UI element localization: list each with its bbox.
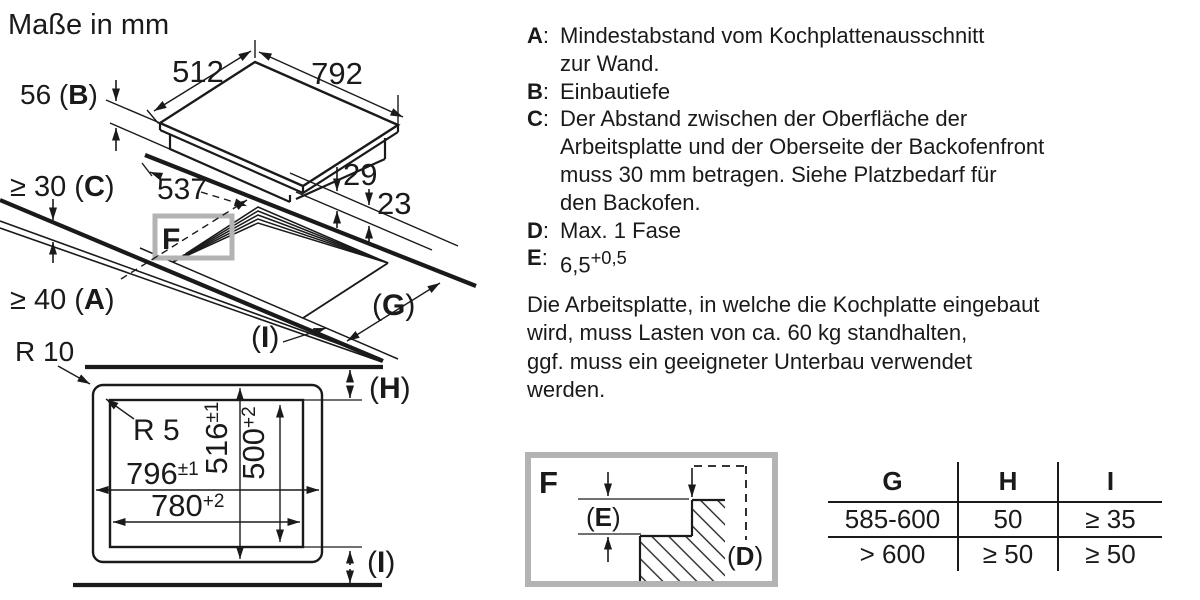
cutout-stepped-edges	[172, 206, 389, 264]
dim-g-label: (G)	[372, 289, 415, 322]
col-header-h: H	[958, 462, 1059, 503]
ghi-table-wrap: G H I 585-600 50 ≥ 35 > 600 ≥ 50 ≥ 50	[828, 462, 1162, 571]
table-header-row: G H I	[828, 462, 1162, 503]
oven-front-top-line-1	[0, 220, 376, 358]
legend-key-a: A:	[527, 23, 550, 48]
cell-i-row2: ≥ 50	[1085, 539, 1136, 569]
dim-780: 780+2	[113, 488, 300, 526]
col-header-i: I	[1058, 462, 1162, 503]
dim-e-label: (E)	[586, 502, 621, 532]
dim-i-flat-label: (I)	[367, 546, 395, 579]
worktop-cross-section-hatch	[640, 500, 725, 581]
detail-f-title: F	[539, 465, 558, 500]
chamfer-dashed-outline	[694, 465, 747, 540]
legend-key-c: C:	[527, 106, 550, 132]
dim-796: 796±1	[96, 456, 319, 494]
cutout-front-right-edge	[302, 262, 389, 319]
dim-500-label: 500+2	[236, 406, 271, 479]
dim-30-c: ≥ 30 (C)	[10, 171, 115, 263]
dim-i-flat: (I)	[303, 546, 395, 583]
dim-e: (E)	[578, 472, 689, 562]
legend-key-b: B:	[527, 78, 550, 104]
dim-56-b: 56 (B)	[20, 79, 173, 151]
dim-780-label: 780+2	[151, 488, 224, 523]
dim-516-label: 516±1	[199, 402, 234, 475]
cell-i-row1: ≥ 35	[1058, 502, 1162, 538]
page-title: Maße in mm	[8, 9, 169, 41]
worktop-step-profile	[638, 498, 725, 581]
legend-item-d: D: Max. 1 Fase	[527, 217, 1167, 245]
dim-d: (D)	[688, 465, 763, 571]
dim-537: 537	[141, 162, 248, 207]
legend-e-superscript: +0,5	[590, 247, 627, 269]
oven-front-top-line-2	[0, 227, 383, 363]
cutout-outline-r5	[108, 398, 305, 549]
legend-text-c: Der Abstand zwischen der Oberfläche der …	[560, 106, 1045, 215]
dim-792-label: 792	[311, 56, 363, 91]
legend-item-c: C: Der Abstand zwischen der Oberfläche d…	[527, 105, 1167, 216]
cell-h-row2: ≥ 50	[958, 537, 1059, 571]
col-header-g: G	[828, 462, 959, 503]
dim-40-a: ≥ 40 (A)	[10, 199, 248, 316]
dim-792: 792	[258, 51, 404, 124]
dim-40-label: ≥ 40 (A)	[10, 284, 115, 316]
table-row: 585-600 50 ≥ 35	[828, 502, 1162, 538]
cell-g-row1: 585-600	[828, 502, 959, 538]
dim-516: 516±1	[199, 388, 244, 559]
r10-label: R 10	[15, 336, 74, 367]
dim-d-label: (D)	[727, 541, 763, 571]
dim-h-label: (H)	[369, 372, 411, 405]
isometric-view: F 512 792	[0, 40, 477, 363]
dim-537-label: 537	[157, 173, 207, 206]
dim-512-label: 512	[172, 54, 224, 89]
legend-item-a: A: Mindestabstand vom Kochplattenausschn…	[527, 22, 1167, 78]
detail-f-inset: F (E) (D)	[525, 452, 778, 587]
legend: A: Mindestabstand vom Kochplattenausschn…	[527, 22, 1167, 280]
dim-h: (H)	[303, 370, 411, 405]
dim-56-label: 56 (B)	[20, 79, 98, 110]
worktop-load-note: Die Arbeitsplatte, in welche die Kochpla…	[527, 292, 1040, 403]
legend-key-d: D:	[527, 217, 550, 243]
dim-g: (G)	[346, 282, 441, 342]
radius-labels: R 10 R 5	[15, 336, 180, 447]
detail-f-marker-box	[152, 213, 235, 261]
dim-512: 512	[146, 40, 256, 124]
dimension-diagram: Maße in mm F	[0, 9, 477, 588]
dim-796-label: 796±1	[126, 456, 199, 491]
cell-g-row2: > 600	[828, 537, 959, 571]
legend-item-b: B: Einbautiefe	[527, 78, 1167, 106]
legend-text-a: Mindestabstand vom Kochplattenausschnitt…	[560, 23, 985, 76]
r5-label: R 5	[133, 414, 180, 447]
legend-item-e: E: 6,5+0,5	[527, 244, 1167, 279]
detail-f-marker-label: F	[162, 223, 180, 256]
dim-i-iso-label: (I)	[251, 321, 279, 354]
dim-i-iso: (I)	[251, 321, 327, 354]
legend-text-e: 6,5+0,5	[560, 247, 627, 278]
cell-h-row1: 50	[958, 502, 1059, 538]
ghi-table: G H I 585-600 50 ≥ 35 > 600 ≥ 50 ≥ 50	[828, 462, 1162, 571]
recess-outline-r10	[91, 383, 324, 564]
detail-f-label-bg	[158, 221, 185, 254]
dim-30-label: ≥ 30 (C)	[10, 171, 115, 203]
table-row: > 600 ≥ 50 ≥ 50	[828, 537, 1162, 571]
legend-text-d: Max. 1 Fase	[560, 217, 682, 243]
legend-key-e: E:	[527, 245, 548, 271]
dim-29-23: 29 23	[289, 157, 459, 251]
wall-edge-line	[144, 153, 477, 288]
dim-29-label: 29	[343, 157, 377, 192]
dim-23-label: 23	[377, 186, 411, 221]
cutout-plan-view: R 10 R 5 516±1 500+2 796±1 780+2	[15, 336, 411, 588]
legend-text-b: Einbautiefe	[560, 78, 671, 104]
